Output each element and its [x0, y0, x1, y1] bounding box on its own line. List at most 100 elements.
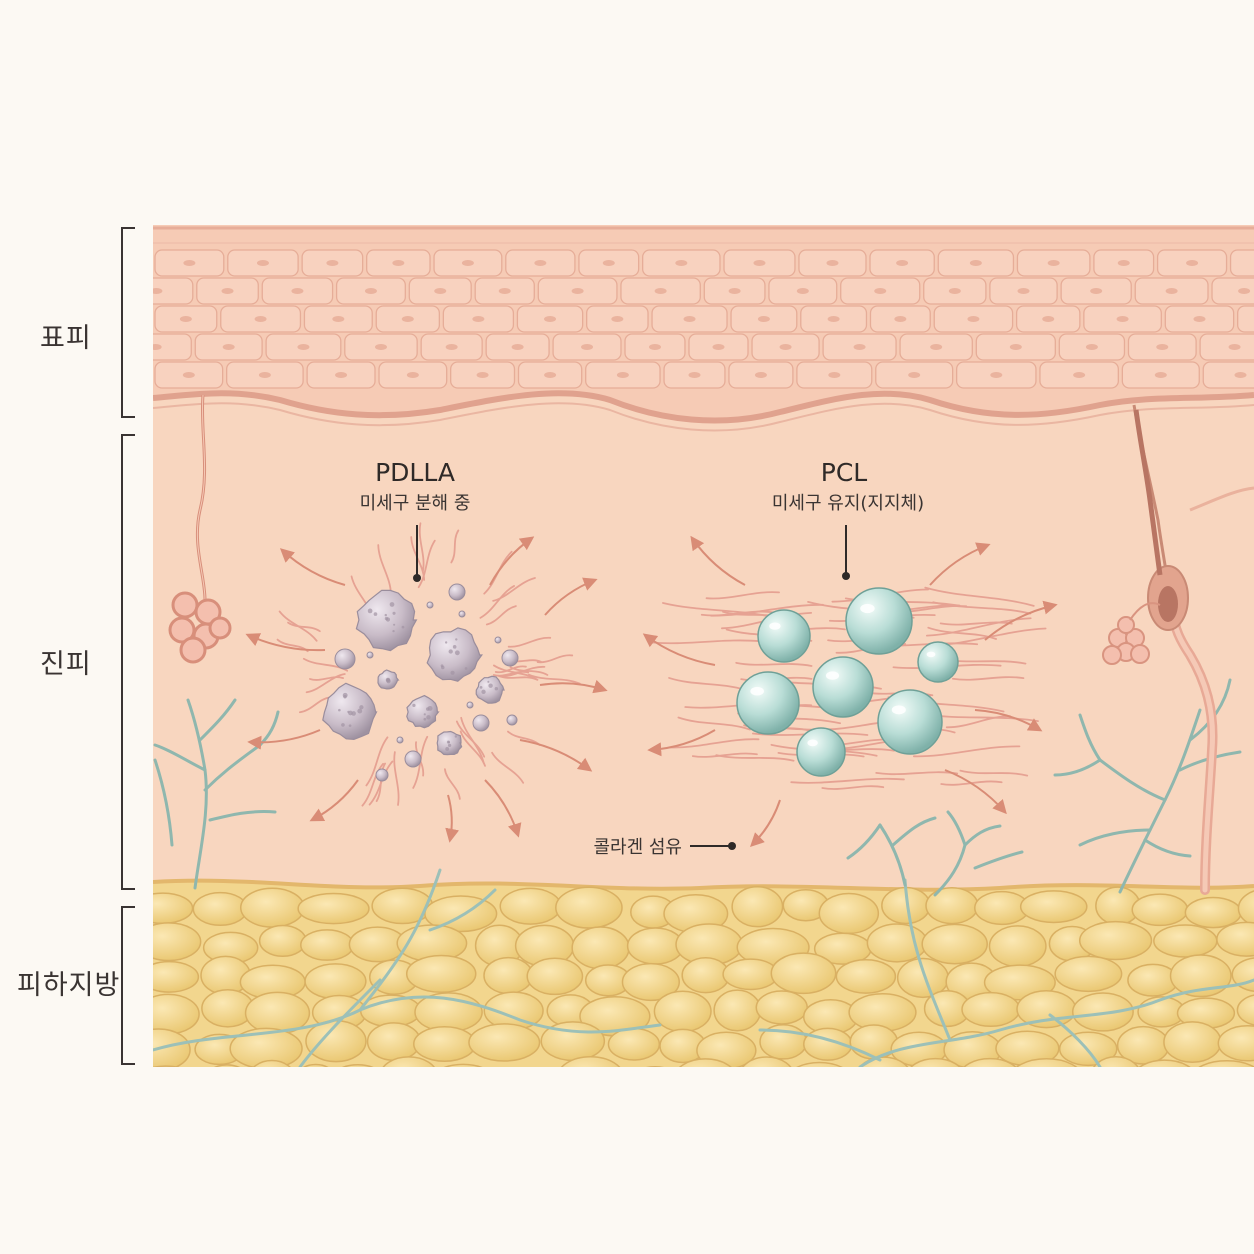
fat-cell [483, 956, 534, 995]
fat-cells [153, 885, 1254, 1100]
collagen-fiber [450, 529, 460, 564]
collagen-fiber [479, 585, 515, 619]
pdlla-microsphere-icon [406, 694, 440, 729]
diffusion-arrow [247, 729, 321, 750]
fat-cell [796, 1061, 843, 1067]
collagen-fiber [460, 716, 485, 764]
sweat-gland-icon [1102, 602, 1161, 665]
fat-cell [1016, 989, 1077, 1029]
diffusion-arrow [309, 779, 359, 822]
collagen-fiber [939, 621, 1013, 626]
diffusion-arrow [519, 739, 593, 772]
pdlla-microsphere-icon [506, 714, 518, 726]
collagen-fiber [492, 670, 530, 677]
fat-cell [835, 959, 897, 994]
fat-cell [1093, 1055, 1139, 1067]
pdlla-microsphere-icon [366, 651, 374, 659]
epidermis-cell [153, 277, 194, 305]
fat-cell [1015, 1058, 1078, 1067]
fat-cell [722, 958, 779, 991]
diffusion-arrow [539, 679, 608, 694]
collagen-fiber [494, 665, 527, 674]
pdlla-microsphere-icon [475, 675, 505, 704]
collagen-fiber [365, 736, 389, 787]
fat-cell [1054, 955, 1123, 993]
collagen-fiber [361, 762, 385, 807]
collagen-fiber [298, 696, 332, 714]
fat-cell [304, 963, 367, 1000]
diffusion-arrow [984, 600, 1058, 641]
fat-cell [526, 957, 584, 996]
fat-cell [1163, 1021, 1222, 1064]
pdlla-microsphere-icon [458, 610, 466, 618]
fat-cell [1216, 921, 1254, 957]
pcl-microsphere-icon [877, 689, 943, 755]
fat-cell [1169, 954, 1232, 998]
pcl-microsphere-icon [796, 727, 846, 777]
collagen-fiber [648, 639, 763, 645]
fat-cell [192, 891, 249, 926]
pdlla-microsphere-icon [426, 601, 434, 609]
fat-cell [607, 1027, 661, 1061]
collagen-fiber [455, 720, 486, 758]
collagen-callout [690, 842, 736, 850]
epidermis-cell [1211, 277, 1254, 305]
epidermis-cell [1229, 249, 1254, 277]
diffusion-arrow [279, 548, 346, 586]
fat-cell [153, 1028, 191, 1067]
collagen-fiber-label: 콜라겐 섬유 [593, 837, 682, 858]
pcl-callout [842, 525, 850, 580]
pcl-microsphere-icon [845, 587, 913, 655]
epidermis-cells [153, 249, 1254, 389]
fat-cell [1019, 890, 1088, 924]
fat-cell [443, 1063, 483, 1067]
fat-cell [731, 885, 784, 928]
pcl-title: PCL [821, 458, 868, 487]
collagen-fiber [305, 673, 346, 694]
fat-cell [741, 1056, 792, 1067]
diffusion-arrow [647, 729, 716, 757]
diffusion-arrow [544, 577, 598, 616]
fat-cell [770, 952, 837, 995]
collagen-fiber [368, 760, 394, 806]
pdlla-microsphere-icon [355, 589, 418, 652]
epidermis-label: 표피 [40, 323, 92, 354]
pdlla-microsphere-icon [501, 649, 519, 667]
fat-cell [366, 1022, 422, 1062]
pdlla-callout [413, 525, 421, 582]
fat-cell [252, 1059, 291, 1067]
fat-cell [1127, 963, 1179, 997]
fat-cell [153, 922, 202, 962]
pcl-microsphere-icon [757, 609, 811, 663]
fat-cell [1236, 994, 1254, 1026]
pdlla-microsphere-icon [426, 627, 483, 682]
diffusion-arrow [944, 769, 1007, 815]
diffusion-arrow [484, 779, 522, 838]
collagen-fiber [509, 666, 549, 676]
fat-cell [925, 886, 979, 925]
basal-membrane [153, 390, 1254, 424]
fat-cell [1138, 1059, 1191, 1067]
collagen-fiber [492, 664, 539, 681]
fat-cell [646, 1065, 664, 1067]
collagen-fiber [491, 751, 525, 784]
collagen-fiber [393, 751, 400, 806]
diffusion-arrow [445, 794, 459, 843]
collagen-fiber [309, 676, 345, 681]
collagen-fiber [945, 715, 1012, 729]
diffusion-arrow [974, 709, 1043, 732]
fat-cell [818, 892, 880, 935]
fat-cell [1153, 924, 1218, 958]
collagen-fiber [527, 673, 581, 685]
fat-cell [555, 886, 623, 929]
fat-cell [468, 1023, 541, 1062]
pdlla-microsphere-icon [472, 714, 490, 732]
fat-cell [213, 1064, 241, 1067]
collagen-fiber [790, 777, 905, 784]
fat-cell [382, 1056, 435, 1067]
fat-cell [297, 892, 370, 925]
pcl-microsphere-icon [812, 656, 874, 718]
collagen-fiber [377, 544, 392, 595]
fat-cell [494, 1069, 559, 1100]
